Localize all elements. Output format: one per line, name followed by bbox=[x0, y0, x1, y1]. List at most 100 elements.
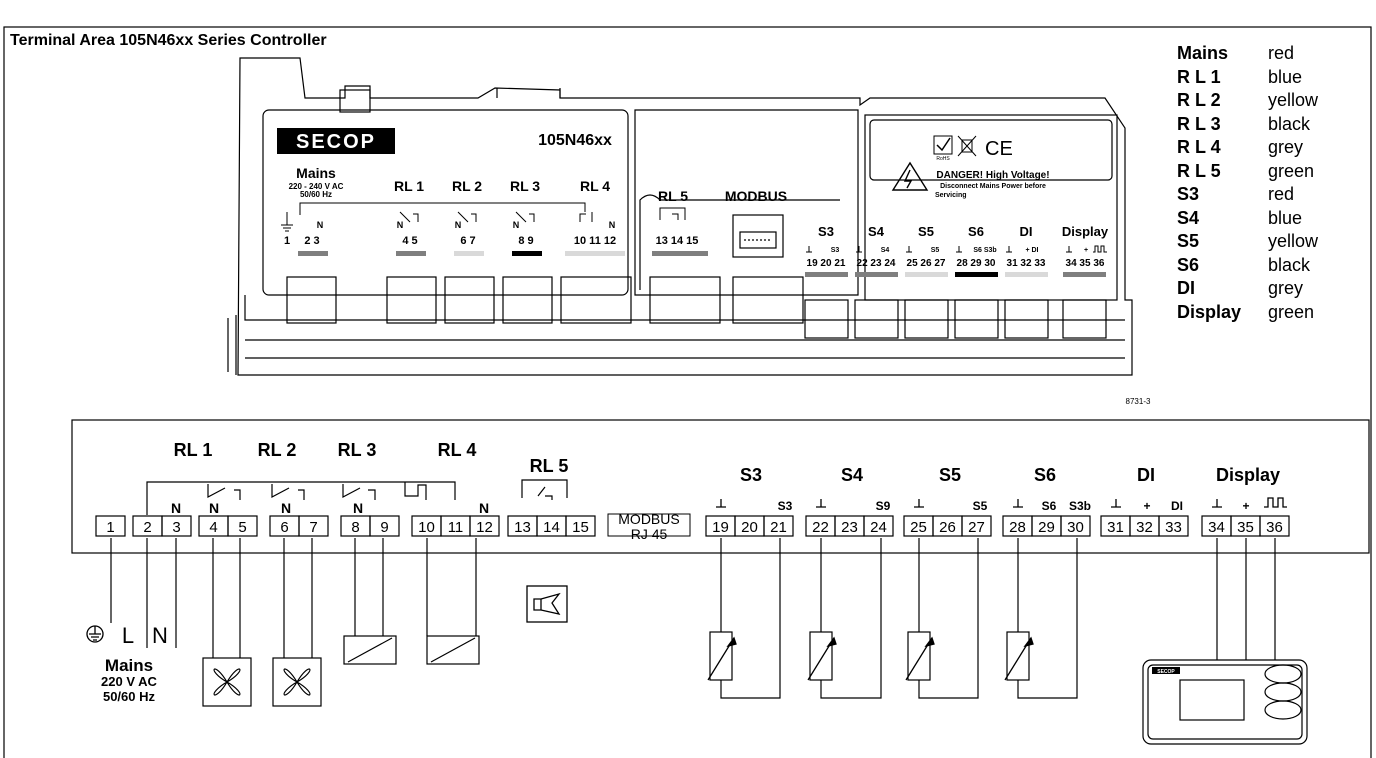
s5-numbers-top: 25 26 27 bbox=[907, 258, 946, 269]
legend-color: blue bbox=[1268, 66, 1303, 87]
s6-label-top: S6 bbox=[968, 224, 984, 239]
danger-line1: Disconnect Mains Power before bbox=[940, 183, 1046, 190]
drawing-code: 8731-3 bbox=[1126, 397, 1151, 406]
modbus-label-top: MODBUS bbox=[725, 188, 787, 204]
n-mark-6: N bbox=[281, 500, 291, 516]
danger-line2: Servicing bbox=[935, 192, 967, 199]
legend-label: S5 bbox=[1177, 231, 1200, 252]
terminal-number: 6 bbox=[280, 519, 288, 536]
frame-border bbox=[3, 26, 1372, 758]
terminal-number: 35 bbox=[1237, 519, 1254, 536]
terminal-number: 2 bbox=[143, 519, 151, 536]
terminal-number: 26 bbox=[939, 519, 956, 536]
s6-sub-top: S6 S3b bbox=[973, 247, 996, 254]
di-label: DI bbox=[1137, 465, 1155, 485]
legend-label: R L 5 bbox=[1177, 160, 1221, 181]
legend-label: S3 bbox=[1177, 184, 1200, 205]
legend-label: R L 4 bbox=[1177, 137, 1221, 158]
terminal-number: 28 bbox=[1009, 519, 1026, 536]
terminal-number: 23 bbox=[841, 519, 858, 536]
bar-rl5 bbox=[652, 251, 708, 256]
legend-color: yellow bbox=[1268, 231, 1319, 252]
term-num-top-4-5: 4 5 bbox=[402, 235, 417, 247]
terminal-box bbox=[1259, 515, 1290, 537]
terminal-box bbox=[763, 515, 794, 537]
s3-label: S3 bbox=[740, 465, 762, 485]
terminal-number: 29 bbox=[1038, 519, 1055, 536]
terminal-box bbox=[298, 515, 329, 537]
di-sub-top: + DI bbox=[1025, 247, 1038, 254]
fan-icon-2 bbox=[272, 657, 322, 707]
terminal-number: 10 bbox=[418, 519, 435, 536]
rl4-label-top: RL 4 bbox=[580, 178, 610, 194]
s3-sub-top: S3 bbox=[831, 247, 840, 254]
rl5-numbers-top: 13 14 15 bbox=[656, 235, 699, 247]
controller-illustration bbox=[227, 57, 1133, 376]
display-plus-sub: + bbox=[1242, 499, 1249, 513]
bar-rl1 bbox=[396, 251, 426, 256]
n-mark-4: N bbox=[209, 500, 219, 516]
rl1-label: RL 1 bbox=[174, 440, 213, 460]
terminal-box bbox=[95, 515, 126, 537]
terminal-number: 13 bbox=[514, 519, 531, 536]
s3-sub: S3 bbox=[778, 499, 793, 513]
sensor-icons bbox=[709, 631, 1030, 681]
n-mark-12: N bbox=[479, 500, 489, 516]
term-num-top-2-3: 2 3 bbox=[304, 235, 319, 247]
terminal-number: 12 bbox=[476, 519, 493, 536]
terminal-number: 34 bbox=[1208, 519, 1225, 536]
s5-sub: S5 bbox=[973, 499, 988, 513]
legend-color: black bbox=[1268, 113, 1311, 134]
terminal-box bbox=[1158, 515, 1189, 537]
term-num-top-1: 1 bbox=[284, 235, 290, 247]
s6-label: S6 bbox=[1034, 465, 1056, 485]
mains-label: Mains bbox=[105, 656, 153, 675]
bar-di bbox=[1005, 272, 1048, 277]
s4-label: S4 bbox=[841, 465, 863, 485]
legend-color: green bbox=[1268, 160, 1315, 181]
coil-icon bbox=[343, 635, 397, 665]
s6-sub: S6 bbox=[1042, 499, 1057, 513]
terminal-number: 1 bbox=[106, 519, 114, 536]
brand-top: SECOP bbox=[296, 131, 376, 153]
s3-label-top: S3 bbox=[818, 224, 834, 239]
terminal-number: 7 bbox=[309, 519, 317, 536]
legend-color: black bbox=[1268, 254, 1311, 275]
rj45-label: RJ 45 bbox=[631, 526, 668, 542]
diagram-title: Terminal Area 105N46xx Series Controller bbox=[10, 32, 327, 49]
n-label: N bbox=[152, 623, 168, 648]
terminal-number: 33 bbox=[1165, 519, 1182, 536]
term-num-top-10-12: 10 11 12 bbox=[574, 235, 616, 247]
ground-symbols bbox=[716, 497, 1287, 508]
legend-color: red bbox=[1268, 43, 1295, 64]
display-brand: SECOP bbox=[1157, 669, 1175, 675]
secop-logo-top bbox=[277, 128, 395, 154]
sensor-arrows bbox=[707, 636, 1034, 681]
high-voltage-warning-icon bbox=[891, 161, 929, 191]
weee-bin-icon bbox=[957, 135, 977, 157]
legend-color: red bbox=[1268, 184, 1295, 205]
n-mark-8: N bbox=[353, 500, 363, 516]
s6-numbers-top: 28 29 30 bbox=[957, 258, 996, 269]
display-label: Display bbox=[1216, 465, 1280, 485]
n-mark-top-5: N bbox=[609, 220, 616, 230]
legend-label: R L 1 bbox=[1177, 66, 1221, 87]
s5-label: S5 bbox=[939, 465, 961, 485]
terminal-number: 30 bbox=[1067, 519, 1084, 536]
display-unit bbox=[1142, 659, 1308, 745]
external-wiring bbox=[110, 538, 1276, 699]
rl3-label-top: RL 3 bbox=[510, 178, 540, 194]
terminal-number: 9 bbox=[380, 519, 388, 536]
bar-rl2 bbox=[454, 251, 484, 256]
fan-icon bbox=[202, 657, 252, 707]
di-label-top: DI bbox=[1020, 224, 1033, 239]
bar-s6 bbox=[955, 272, 998, 277]
legend-label: S6 bbox=[1177, 254, 1200, 275]
di-numbers-top: 31 32 33 bbox=[1007, 258, 1046, 269]
terminal-number: 11 bbox=[448, 519, 464, 536]
